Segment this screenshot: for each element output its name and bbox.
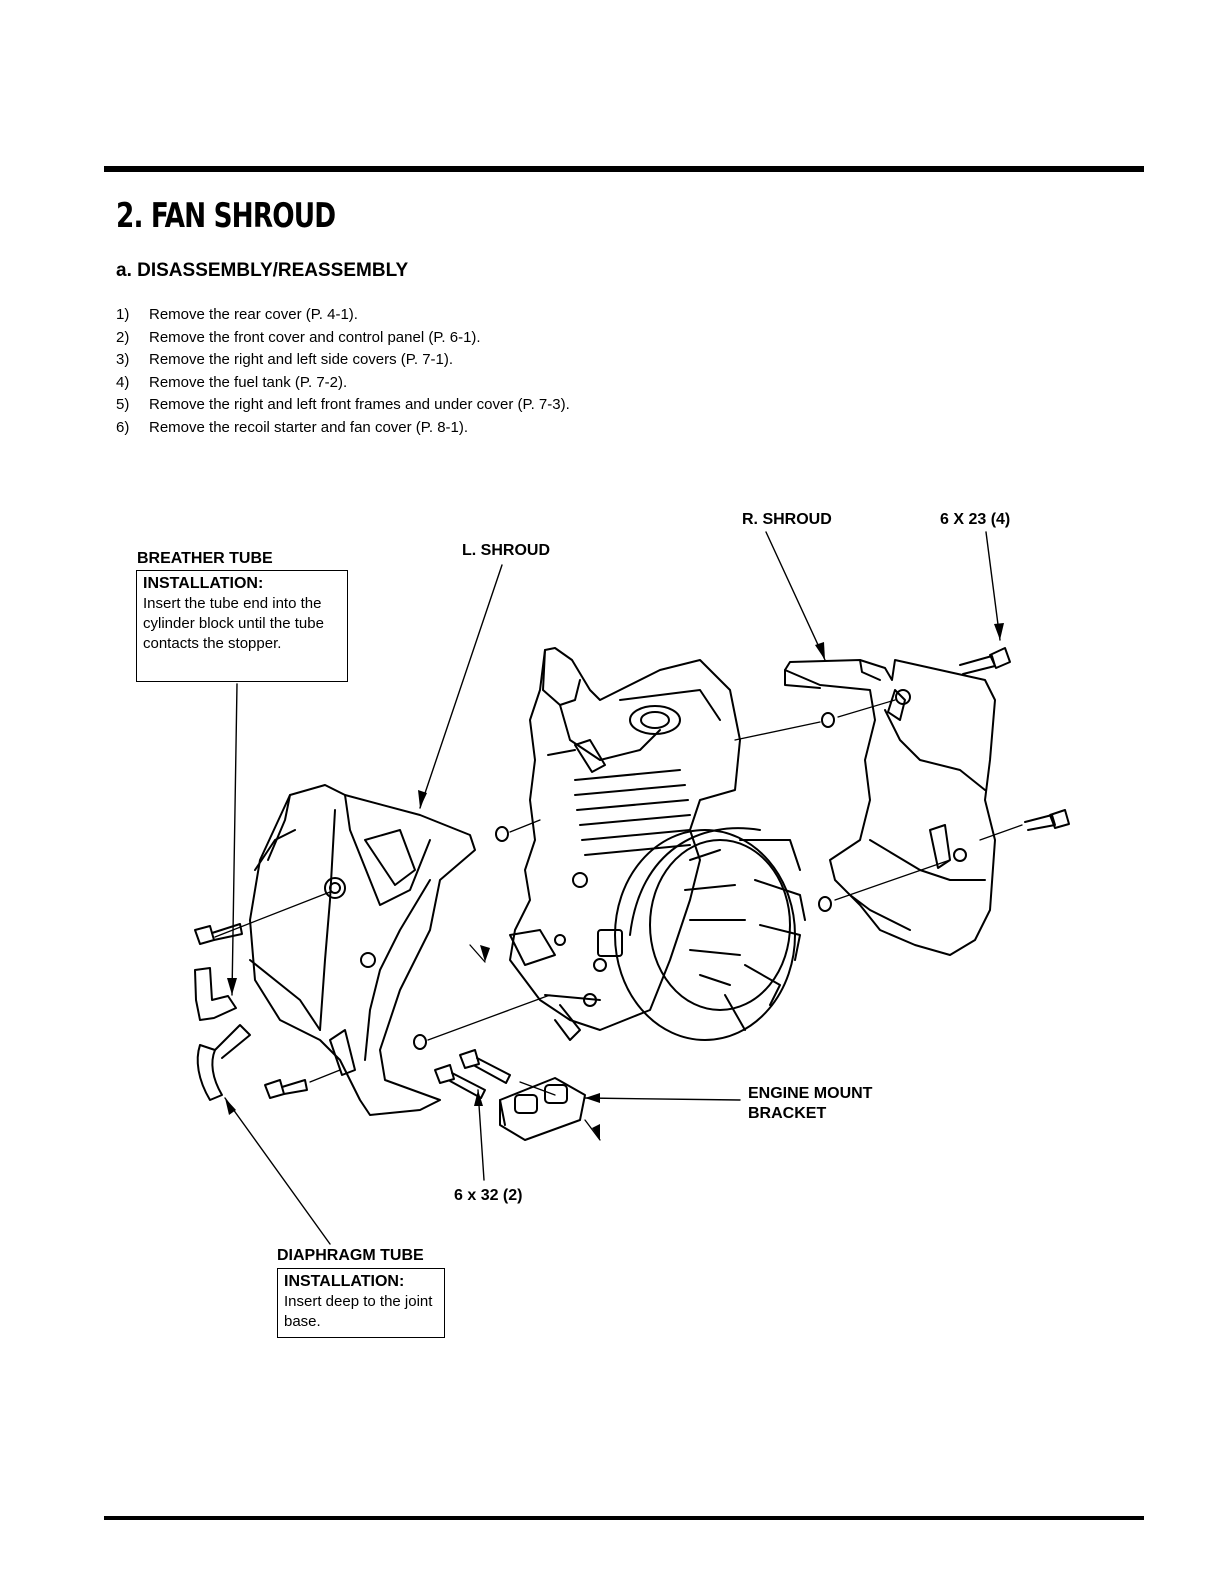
step-number: 1) [116,306,130,323]
fasteners-drawing [194,647,1070,1099]
assembly-lines [214,699,1023,1141]
left-shroud-drawing [249,784,476,1116]
r-shroud-label: R. SHROUD [742,511,832,528]
step-number: 4) [116,373,130,391]
step-list: 1) Remove the rear cover (P. 4-1). 2) Remo… [116,304,676,439]
leader-lines [224,531,1001,1245]
diaphragm-tube-label: DIAPHRAGM TUBE [277,1247,424,1264]
l-shroud-label: L. SHROUD [462,542,550,559]
step-text: Remove the right and left front frames a… [149,396,570,413]
subsection-title: a. DISASSEMBLY/REASSEMBLY [116,260,409,281]
engine-block-drawing [509,647,741,1041]
note-heading: INSTALLATION: [284,1273,405,1290]
note-text: Insert deep to the joint base. [284,1293,433,1330]
note-text: Insert the tube end into the cylinder bl… [143,595,324,652]
step-text: Remove the fuel tank (P. 7-2). [149,373,348,391]
bolt-6x23-label: 6 X 23 (4) [940,511,1011,528]
note-heading: INSTALLATION: [143,575,264,592]
step-text: Remove the right and left side covers (P… [149,351,454,368]
list-item: 3) Remove the right and left side covers … [116,349,676,372]
bottom-rule [104,1516,1144,1520]
list-item: 5) Remove the right and left front frames… [116,394,676,417]
list-item: 1) Remove the rear cover (P. 4-1). [116,304,676,327]
breather-tube-label: BREATHER TUBE [137,550,273,567]
flywheel-drawing [597,827,806,1041]
step-text: Remove the recoil starter and fan cover … [149,418,469,436]
bolt-6x32-label: 6 x 32 (2) [454,1187,523,1204]
top-rule [104,166,1144,172]
step-text: Remove the rear cover (P. 4-1). [149,306,358,323]
step-number: 3) [116,351,130,368]
step-number: 6) [116,418,130,436]
engine-mount-label-line2: BRACKET [748,1105,827,1122]
section-title: 2. FAN SHROUD [116,196,336,236]
list-item: 2) Remove the front cover and control pan… [116,327,676,350]
engine-mount-label-line1: ENGINE MOUNT [748,1085,873,1102]
leader-arrowheads [225,623,1004,1140]
right-shroud-drawing [784,659,996,956]
breather-installation-note: INSTALLATION: Insert the tube end into t… [136,570,348,682]
step-number: 2) [116,328,130,346]
step-number: 5) [116,396,130,413]
step-text: Remove the front cover and control panel… [149,328,481,346]
list-item: 4) Remove the fuel tank (P. 7-2). [116,372,676,395]
list-item: 6) Remove the recoil starter and fan cove… [116,417,676,440]
engine-mount-bracket-drawing [499,1077,586,1141]
tubes-drawing [194,967,251,1101]
diaphragm-installation-note: INSTALLATION: Insert deep to the joint b… [277,1268,445,1338]
